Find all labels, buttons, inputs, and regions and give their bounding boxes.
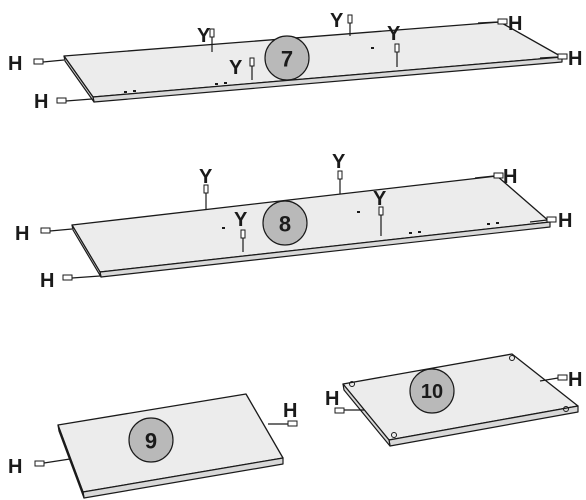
hole [563, 406, 569, 412]
dowel-icon [40, 227, 73, 234]
dowel-label: H [503, 166, 517, 188]
panel-8-side-edge [71, 224, 102, 278]
hole [357, 211, 360, 213]
dowel-icon [62, 274, 101, 281]
dowel-icon [33, 58, 65, 65]
dowel-label: H [325, 388, 339, 410]
step-9-group: H H 9 [8, 393, 298, 499]
dowel-icon [529, 216, 557, 223]
step-number: 8 [279, 212, 291, 237]
step-number: 10 [421, 381, 443, 403]
panel-7 [63, 21, 563, 103]
screw-label: Y [234, 209, 248, 231]
panel-7-holes [124, 47, 374, 93]
screw-label: Y [199, 166, 213, 188]
hole [222, 227, 225, 229]
hole [349, 381, 355, 387]
screw-label: Y [373, 188, 387, 210]
cam-screw-icon [378, 206, 384, 236]
step-number-badge [264, 35, 310, 81]
dowel-icon [477, 18, 508, 25]
dowel-label: H [40, 270, 54, 292]
dowel-label: H [8, 53, 22, 75]
dowel-label: H [15, 223, 29, 245]
step-10-group: H H 10 [325, 353, 582, 447]
step-number-badge [262, 200, 308, 246]
dowel-label: H [568, 369, 582, 391]
cam-screw-icon [394, 43, 400, 67]
dowel-icon [539, 374, 568, 382]
screw-label: Y [330, 10, 344, 32]
dowel-icon [34, 458, 71, 467]
dowel-label: H [508, 13, 522, 35]
dowel-icon [474, 172, 504, 179]
cam-screw-icon [249, 57, 255, 80]
screw-label: Y [387, 23, 401, 45]
dowel-icon [56, 97, 93, 104]
cam-screw-icon [203, 184, 209, 210]
hole [124, 91, 127, 93]
step-number: 7 [281, 47, 293, 72]
dowel-label: H [283, 400, 297, 422]
cam-screw-icon [240, 229, 246, 252]
hole [496, 222, 499, 224]
cam-screw-icon [347, 14, 353, 36]
panel-7-side-edge [63, 55, 95, 103]
panel-7-top [63, 21, 563, 98]
cam-screw-icon [337, 170, 343, 194]
hole [215, 83, 218, 85]
hole [224, 82, 227, 84]
hole [133, 90, 136, 92]
hole [371, 47, 374, 49]
dowel-label: H [568, 48, 582, 70]
hole [391, 432, 397, 438]
screw-label: Y [197, 25, 211, 47]
screw-label: Y [229, 57, 243, 79]
hole [487, 223, 490, 225]
step-8-group: H H H H Y Y Y [15, 151, 572, 292]
cam-screw-icon [209, 28, 215, 52]
hole [409, 232, 412, 234]
panel-8-holes [222, 211, 499, 234]
panel-8-top [71, 175, 551, 273]
dowel-icon [334, 407, 364, 414]
dowel-icon [268, 420, 298, 427]
dowel-icon [539, 53, 568, 60]
panel-10-holes [349, 355, 569, 438]
hole [509, 355, 515, 361]
panel-9-side-edge [57, 424, 85, 499]
screw-label: Y [332, 151, 346, 173]
panel-10 [342, 353, 579, 447]
step-number: 9 [145, 429, 157, 454]
panel-10-side-edge [342, 383, 391, 447]
panel-8 [71, 175, 551, 278]
dowel-label: H [34, 91, 48, 113]
dowel-label: H [8, 456, 22, 478]
step-number-badge [409, 368, 455, 414]
step-number-badge [128, 417, 174, 463]
step-7-group: H H H H Y Y Y [8, 10, 582, 113]
dowel-label: H [558, 210, 572, 232]
hole [418, 231, 421, 233]
